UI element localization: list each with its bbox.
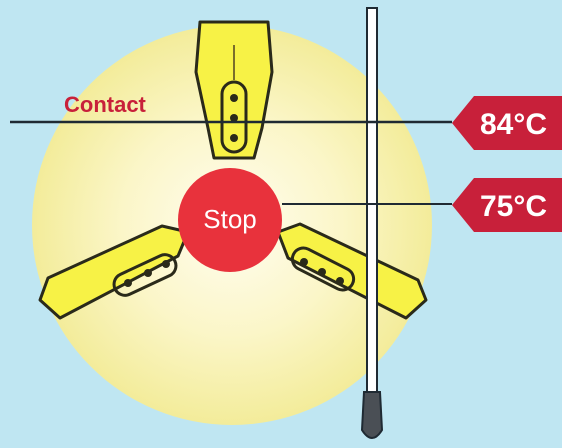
left-blade <box>38 224 190 320</box>
top-blade <box>194 20 274 160</box>
temp-label-84: 84°C <box>480 108 547 141</box>
temp-label-75: 75°C <box>480 190 547 223</box>
stop-label: Stop <box>203 204 257 234</box>
right-blade <box>276 222 428 320</box>
temp-tag-75: 75°C <box>452 178 562 232</box>
temp-tag-84: 84°C <box>452 96 562 150</box>
thermometer <box>360 7 384 439</box>
stop-disc <box>178 168 282 272</box>
contact-label: Contact <box>64 92 147 117</box>
